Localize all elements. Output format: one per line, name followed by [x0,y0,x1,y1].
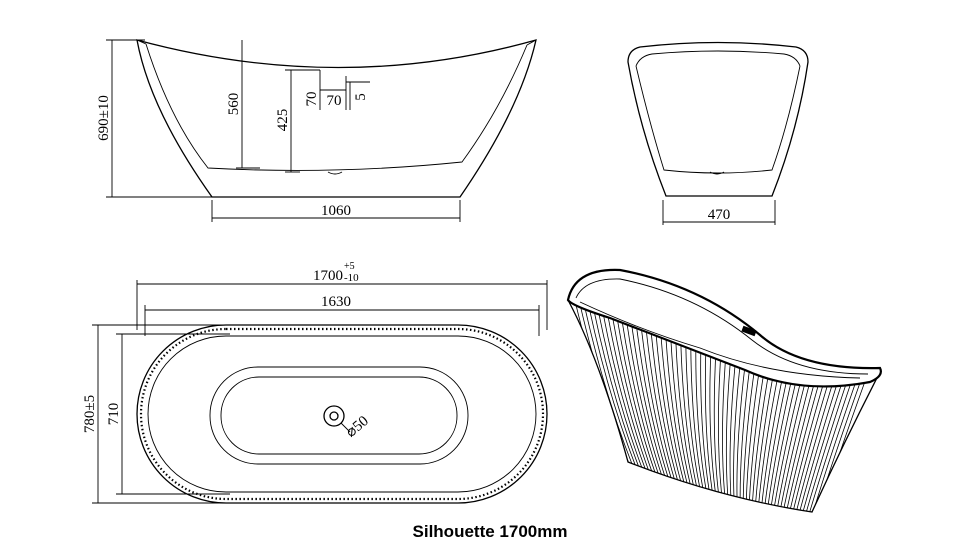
flute-line [685,333,701,487]
flute-line [713,343,719,492]
inner-width-label: 710 [106,403,122,426]
end-view-inner-basin [635,65,801,174]
flute-line [695,337,707,489]
end-view-rim [635,50,801,67]
flute-line [644,315,676,481]
overflow-height-label: 425 [275,109,291,132]
top-view-fluted-edge [139,327,545,501]
overall-length-label: 1700 [313,268,343,284]
flute-line [623,304,663,478]
side-view-drain [327,171,343,175]
flute-line [669,327,691,485]
flute-line [690,335,704,488]
isometric-rim [566,268,882,388]
flute-line [700,338,710,490]
inner-length-label: 1630 [321,294,351,310]
top-view-outer-rim [136,324,548,504]
flute-line [654,320,682,483]
flute-line [722,345,727,494]
side-view-outer-shell [136,39,537,198]
isometric-overflow [741,325,757,337]
overall-height-label: 690±10 [96,95,112,141]
flute-line [659,322,685,483]
drain-diameter-label: ⌀50 [343,413,372,441]
flute-line [718,344,722,493]
flute-line [675,329,694,486]
overflow-gap-label: 5 [353,93,369,101]
base-length-label: 1060 [321,203,351,219]
overflow-offset-label: 70 [304,92,320,107]
flute-line [725,346,733,495]
drain-outer [323,405,345,427]
flute-line [649,317,679,482]
end-view: 470 [627,41,809,225]
inner-depth-label: 560 [226,93,242,116]
side-view-inner-basin [145,43,528,171]
top-view-basin-outer [209,366,469,465]
isometric-view [566,268,882,513]
side-view: 690±10 560 425 70 70 5 1060 [96,39,537,222]
top-view-inner-rim [147,335,537,493]
length-tolerance-plus: +5 [344,261,355,272]
overflow-width-label: 70 [327,93,342,109]
flute-line [704,340,713,491]
top-view: ⌀50 1700 +5 -10 1630 780±5 710 [82,261,548,504]
end-base-width-label: 470 [708,207,731,223]
isometric-basin [579,301,861,379]
end-view-drain [709,171,725,175]
isometric-outer-shell [567,299,881,513]
top-view-basin-inner [220,376,458,455]
flute-line [680,331,697,487]
drain-inner [329,411,339,421]
flute-line [628,306,666,478]
flute-line [618,301,660,477]
flute-line [664,324,688,484]
end-view-outer-shell [627,41,809,197]
length-tolerance-minus: -10 [344,272,359,284]
product-caption: Silhouette 1700mm [412,522,568,541]
flute-line [634,309,669,479]
flute-line [639,312,672,480]
isometric-inner-rim [575,278,869,375]
flute-line [709,341,716,492]
overall-width-label: 780±5 [82,395,98,433]
